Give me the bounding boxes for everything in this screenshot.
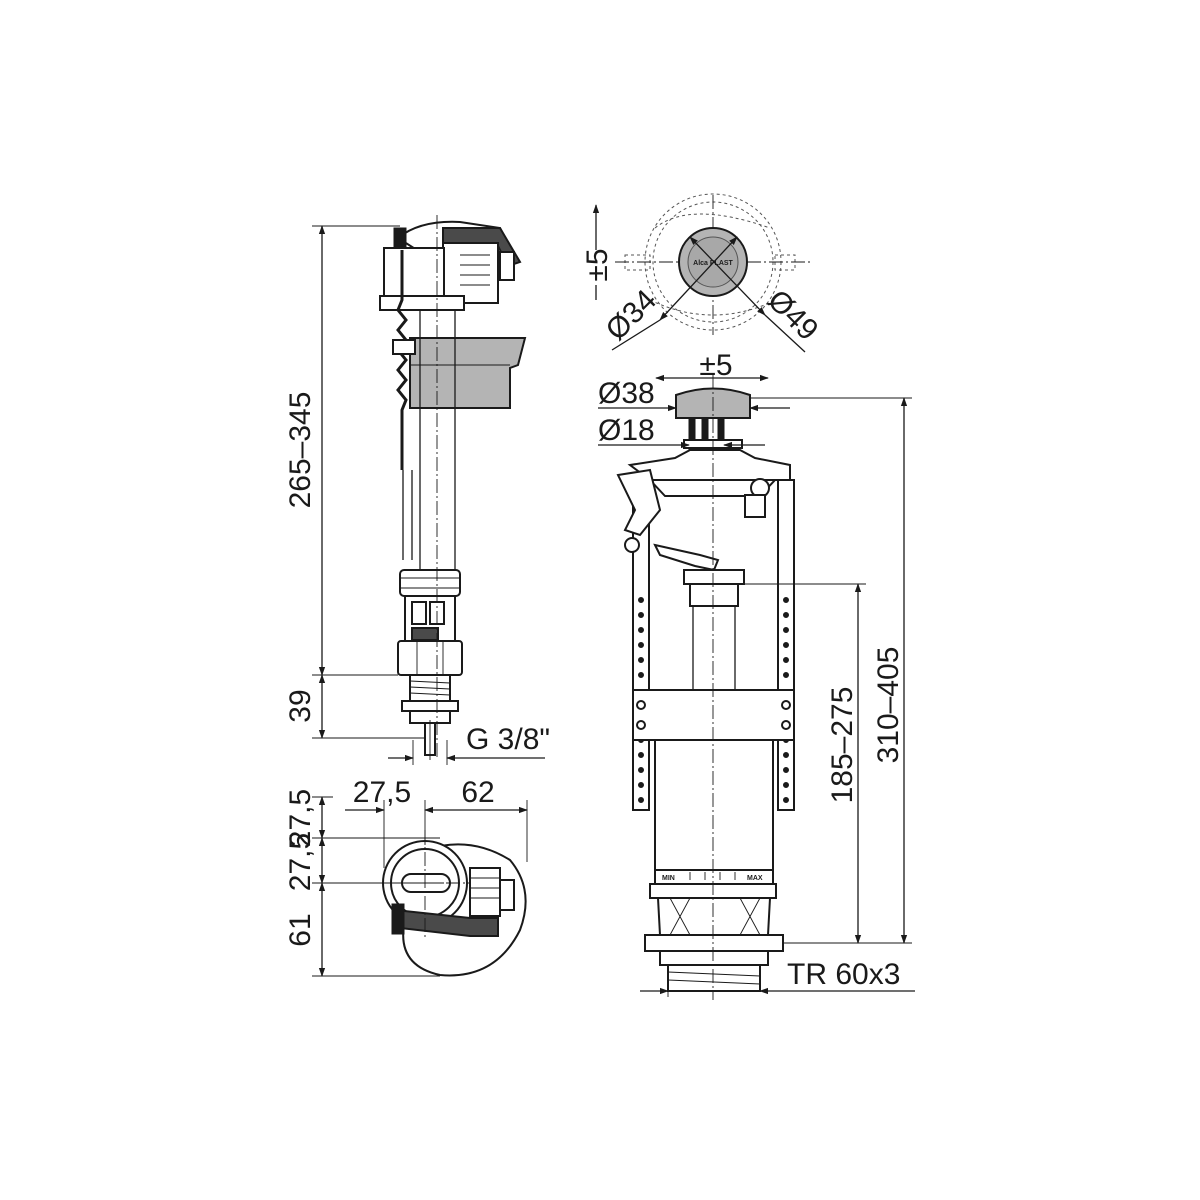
- fill-valve-connection-height-label: 39: [284, 689, 317, 722]
- flush-valve-dimensions: [598, 374, 915, 997]
- button-diameter-label: Ø38: [598, 377, 655, 410]
- plan-center-offset-label: 27,5: [353, 776, 411, 809]
- total-height-label: 310–405: [872, 647, 905, 764]
- flush-thread-label: TR 60x3: [787, 958, 900, 991]
- plan-view-dimensions: [312, 796, 528, 977]
- button-top-view-dimensions: [592, 204, 806, 353]
- plan-view-drawing: [380, 830, 527, 977]
- plan-depth-label: 61: [284, 913, 317, 946]
- fill-valve-drawing: [379, 215, 527, 760]
- flush-valve-drawing: [616, 375, 795, 1000]
- plan-width-label: 62: [461, 776, 494, 809]
- fill-valve-thread-label: G 3/8": [466, 723, 550, 756]
- button-adjust-vertical-label: ±5: [581, 248, 614, 281]
- rail-holes: [638, 597, 789, 803]
- fill-valve-dimensions: [312, 225, 545, 765]
- fill-valve-height-label: 265–345: [284, 392, 317, 509]
- scale-min-label: MIN: [662, 875, 675, 882]
- scale-max-label: MAX: [747, 875, 763, 882]
- plan-offset-mid-label: 27,5: [284, 833, 317, 891]
- button-inner-diameter-label: Ø34: [600, 284, 663, 347]
- flush-adjust-horizontal-label: ±5: [699, 349, 732, 382]
- button-outer-diameter-label: Ø49: [761, 284, 824, 347]
- stem-diameter-label: Ø18: [598, 414, 655, 447]
- overflow-height-label: 185–275: [826, 687, 859, 804]
- plan-offset-top-label: 27,5: [284, 789, 317, 847]
